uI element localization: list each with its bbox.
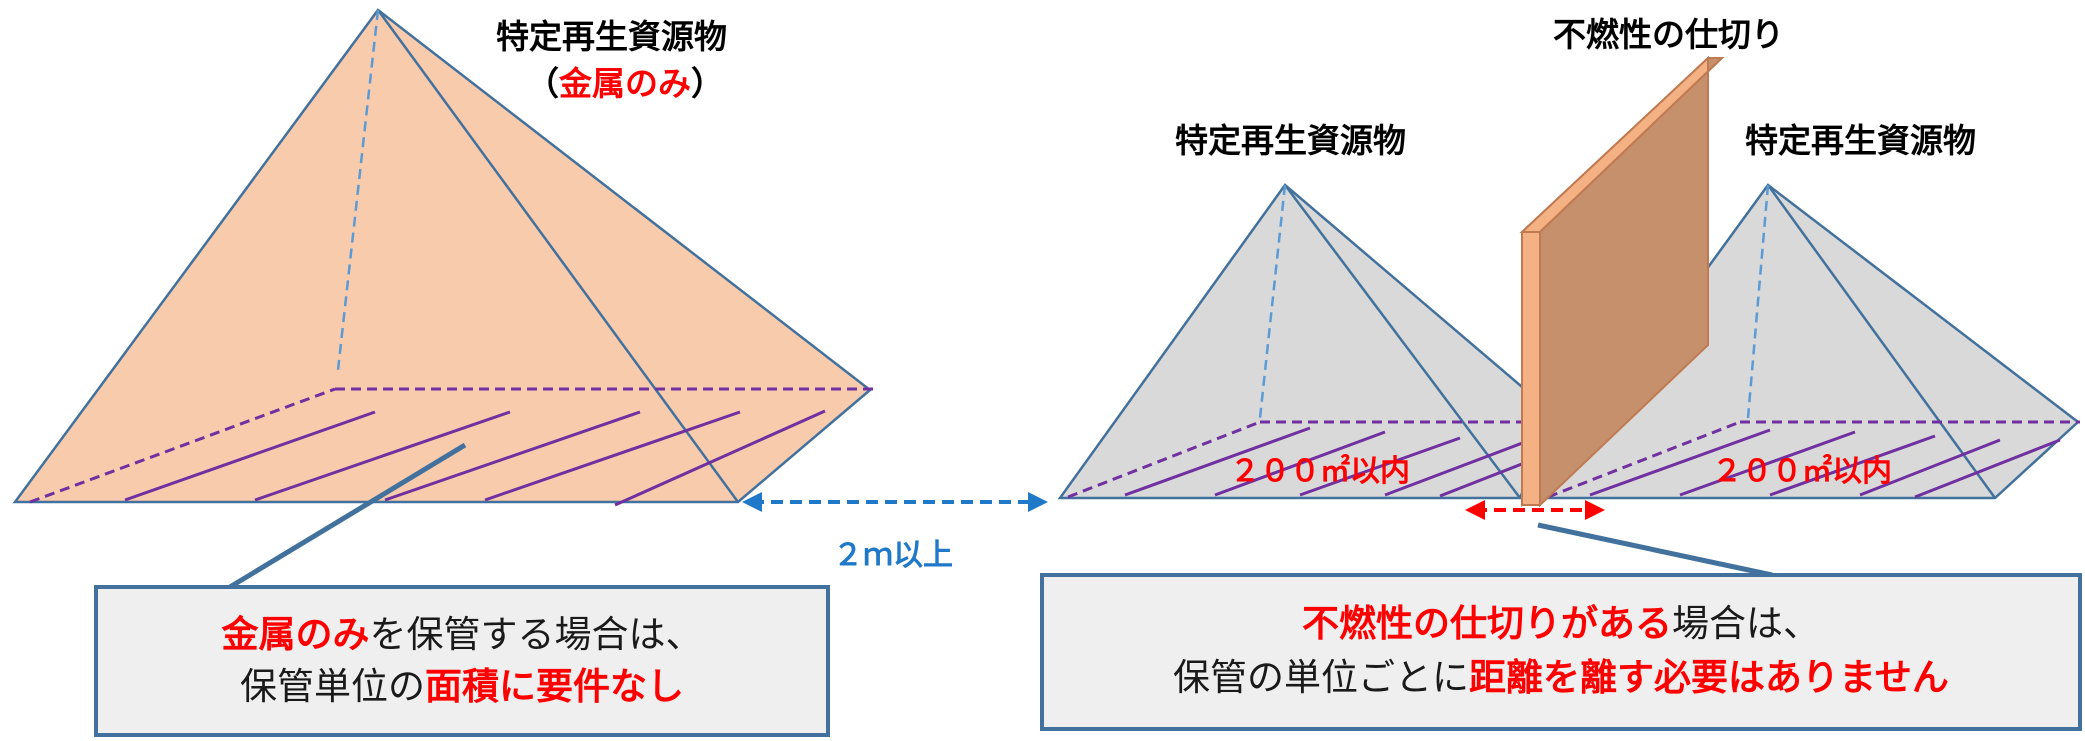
pile-b-pyramid xyxy=(1537,183,2080,500)
pile-b-title: 特定再生資源物 xyxy=(1745,121,1976,160)
distance-label: ２ｍ以上 xyxy=(833,538,953,573)
callout-left-line1-rest: を保管する場合は、 xyxy=(369,613,703,656)
left-subtitle-red: 金属のみ xyxy=(559,64,691,103)
left-pile-subtitle: （金属のみ） xyxy=(526,57,724,105)
metal-pile-front-edge xyxy=(376,9,740,503)
callout-left-line1-red: 金属のみ xyxy=(221,613,370,656)
pile-b-base-left-edge xyxy=(1547,420,1741,499)
pile-a-base-left-edge xyxy=(1067,420,1261,499)
partition-front-strip xyxy=(1521,231,1541,506)
pile-a-front-edge xyxy=(1284,184,1521,499)
pile-b-area-label: ２００㎡以内 xyxy=(1712,454,1892,489)
metal-pile-hidden-edge xyxy=(336,9,380,371)
callout-left-line2: 保管単位の面積に要件なし xyxy=(98,661,826,713)
callout-right-line1-rest: 場合は、 xyxy=(1672,602,1820,645)
pile-a-pyramid xyxy=(1057,183,1557,500)
metal-pile-body xyxy=(12,8,872,504)
callout-left-line1: 金属のみを保管する場合は、 xyxy=(98,609,826,661)
partition xyxy=(1519,55,1725,508)
callout-left-line2-plain: 保管単位の xyxy=(240,665,425,708)
pile-a-hidden-edge xyxy=(1258,184,1287,419)
pile-a-title: 特定再生資源物 xyxy=(1175,121,1406,160)
left-subtitle-open: （ xyxy=(526,64,559,103)
callout-right-line2-plain: 保管の単位ごとに xyxy=(1173,656,1470,699)
callout-right-line1: 不燃性の仕切りがある場合は、 xyxy=(1044,597,2078,651)
pile-a-hatch xyxy=(1124,426,1533,498)
callout-right-line1-red: 不燃性の仕切りがある xyxy=(1302,602,1672,645)
pile-a-area-label: ２００㎡以内 xyxy=(1230,454,1410,489)
callout-right-line2: 保管の単位ごとに距離を離す必要はありません xyxy=(1044,651,2078,705)
pile-b-hidden-edge xyxy=(1746,184,1770,419)
callout-left-pointer xyxy=(223,442,467,593)
partition-label: 不燃性の仕切り xyxy=(1553,15,1784,54)
metal-pile-pyramid xyxy=(12,8,875,507)
left-pile-title: 特定再生資源物 xyxy=(496,17,727,56)
pile-b-front-edge xyxy=(1766,184,1997,499)
metal-pile-hatch xyxy=(124,409,826,507)
callout-left-line2-red: 面積に要件なし xyxy=(425,665,684,708)
callout-left: 金属のみを保管する場合は、 保管単位の面積に要件なし xyxy=(94,585,830,737)
callout-right: 不燃性の仕切りがある場合は、 保管の単位ごとに距離を離す必要はありません xyxy=(1040,573,2082,731)
callout-right-line2-red: 距離を離す必要はありません xyxy=(1469,656,1949,699)
callout-right-pointer xyxy=(1537,522,1773,578)
pile-b-hatch xyxy=(1589,428,2061,499)
left-subtitle-close: ） xyxy=(691,64,724,103)
metal-pile-base-left-edge xyxy=(29,387,336,504)
